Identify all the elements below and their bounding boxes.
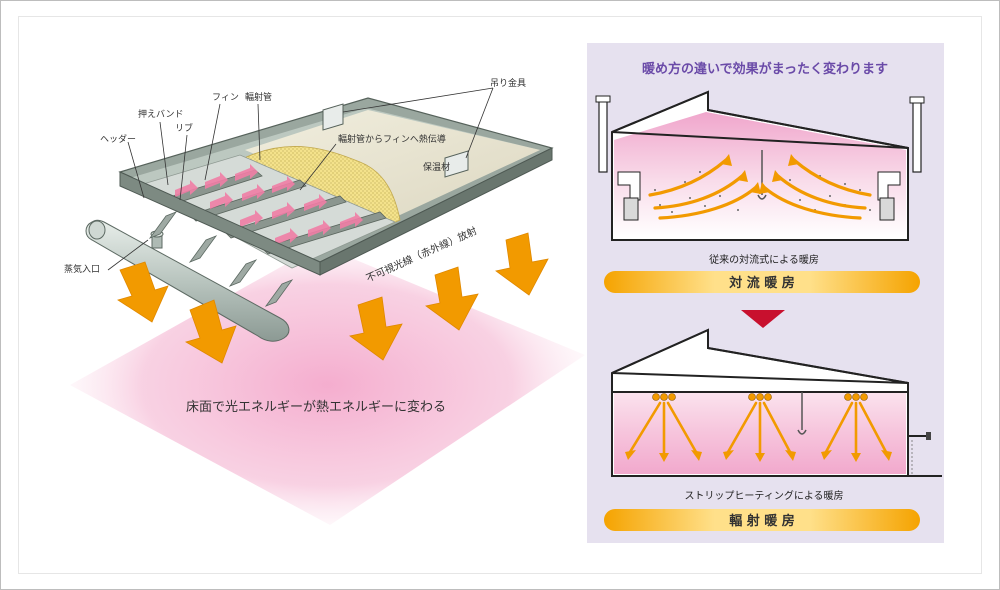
radiant-bar-label: 輻 射 暖 房 [729, 513, 795, 529]
connector-pipes [148, 211, 294, 307]
convection-bar-label: 対 流 暖 房 [728, 275, 795, 291]
radiant-caption: ストリップヒーティングによる暖房 [684, 489, 843, 502]
label-presser-band: 押えバンド [138, 108, 183, 120]
insulation-area [245, 110, 540, 215]
label-hanger: 吊り金具 [490, 77, 526, 89]
label-header: ヘッダー [100, 133, 136, 145]
infrared-arrows [117, 232, 549, 364]
transition-arrow [741, 310, 785, 328]
radiant-bar [604, 509, 920, 531]
label-insulation: 保温材 [423, 161, 450, 173]
floor-caption: 床面で光エネルギーが熱エネルギーに変わる [186, 399, 446, 415]
label-radiant-tube: 輻射管 [245, 91, 272, 103]
leader-lines [107, 87, 494, 271]
header-tube [85, 219, 290, 342]
label-steam-inlet: 蒸気入口 [64, 263, 100, 275]
convection-bar [604, 271, 920, 293]
radiant-room [611, 328, 942, 477]
hanger-clips [322, 103, 469, 178]
convection-caption: 従来の対流式による暖房 [709, 253, 819, 266]
fin-heat-arrows [175, 164, 363, 245]
label-conduction: 輻射管からフィンへ熱伝導 [338, 133, 446, 145]
label-rib: リブ [175, 122, 193, 134]
label-fin: フィン [212, 93, 239, 103]
convection-room [595, 90, 925, 241]
comparison-title: 暖め方の違いで効果がまったく変わります [642, 61, 888, 77]
